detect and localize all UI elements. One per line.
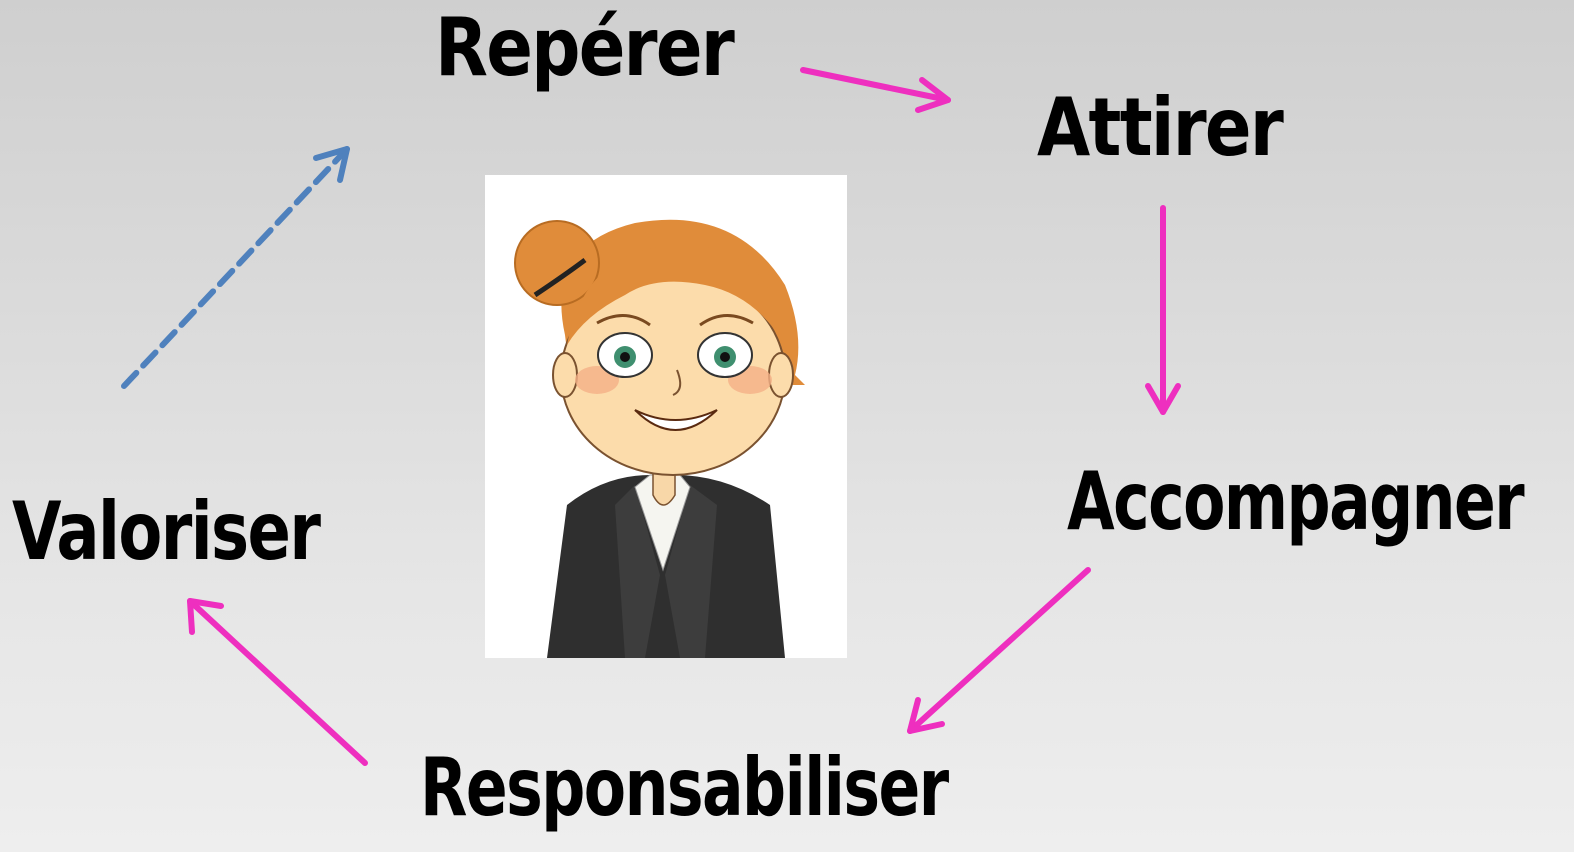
arrow-reperer-to-attirer: [800, 67, 951, 113]
arrow-valoriser-to-reperer: [121, 146, 350, 389]
step-accompagner: Accompagner: [1067, 455, 1525, 548]
woman-illustration: [485, 175, 847, 658]
woman-portrait-icon: [514, 219, 805, 658]
step-valoriser: Valoriser: [12, 485, 321, 578]
arrow-accompagner-to-responsabiliser: [907, 567, 1091, 734]
step-reperer: Repérer: [435, 1, 735, 94]
step-responsabiliser: Responsabiliser: [420, 741, 949, 834]
arrow-responsabiliser-to-valoriser: [187, 598, 368, 766]
arrow-attirer-to-accompagner: [1145, 205, 1181, 415]
step-attirer: Attirer: [1037, 81, 1284, 174]
